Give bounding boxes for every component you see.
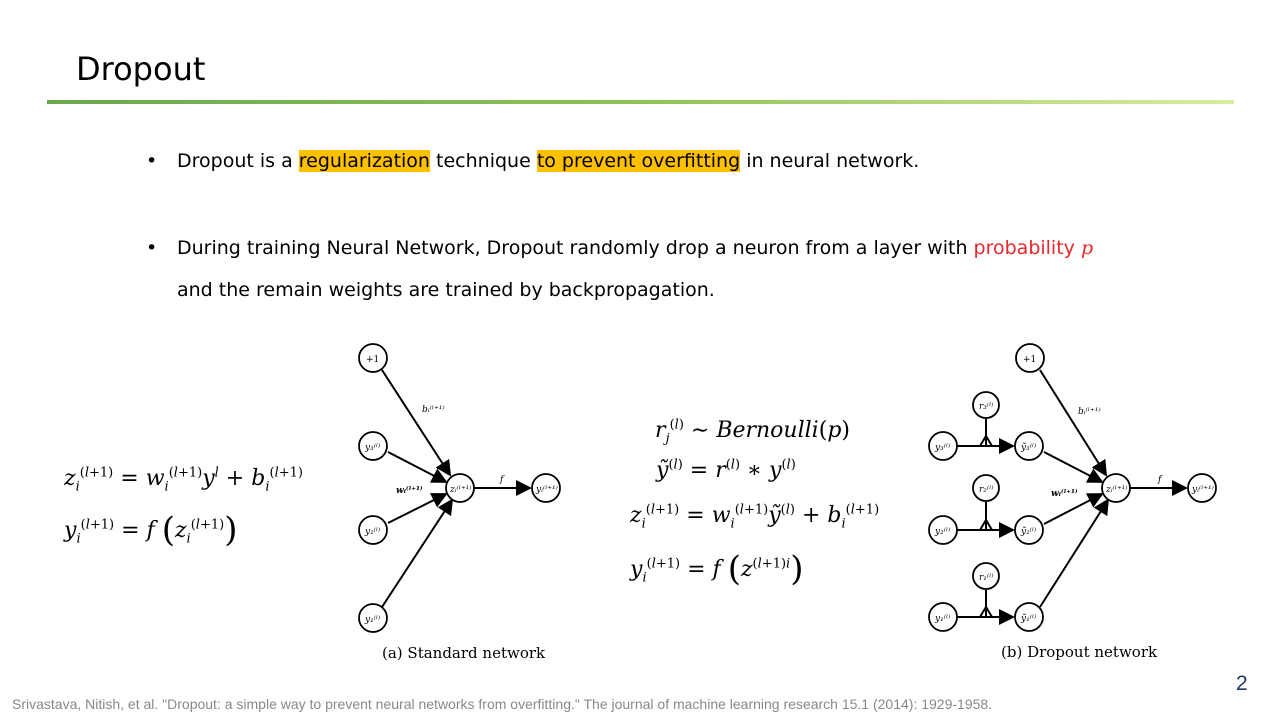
svg-text:ỹ₃⁽ˡ⁾: ỹ₃⁽ˡ⁾ — [1020, 442, 1036, 453]
bullet-text: Dropout is a — [177, 150, 299, 172]
bullet-text: in neural network. — [740, 150, 920, 172]
svg-text:zᵢ⁽ˡ⁺¹⁾: zᵢ⁽ˡ⁺¹⁾ — [1105, 484, 1128, 495]
svg-text:y₂⁽ˡ⁾: y₂⁽ˡ⁾ — [364, 526, 380, 537]
edge-ytilde2 — [1043, 493, 1104, 525]
svg-text:+1: +1 — [366, 355, 379, 365]
node-r1 — [972, 562, 1000, 590]
highlight-regularization: regularization — [298, 150, 430, 172]
svg-text:zᵢ⁽ˡ⁺¹⁾: zᵢ⁽ˡ⁺¹⁾ — [449, 484, 472, 495]
svg-text:r₂⁽ˡ⁾: r₂⁽ˡ⁾ — [979, 484, 994, 495]
page-number: 2 — [1236, 672, 1248, 695]
node-y2 — [928, 515, 958, 545]
node-bias — [358, 343, 388, 373]
node-output — [1187, 473, 1217, 503]
node-y3 — [928, 431, 958, 461]
node-ytilde2 — [1014, 515, 1044, 545]
node-bias — [1015, 343, 1045, 373]
svg-text:f: f — [1157, 475, 1163, 485]
variable-p: p — [1080, 237, 1094, 259]
node-ytilde1 — [1014, 602, 1044, 632]
node-y1 — [928, 602, 958, 632]
bullet-definition: Dropout is a regularization technique to… — [146, 140, 1206, 182]
edge-y3 — [387, 451, 448, 483]
svg-text:bᵢ⁽ˡ⁺¹⁾: bᵢ⁽ˡ⁺¹⁾ — [1078, 406, 1101, 417]
standard-network-diagram: +1 y₃⁽ˡ⁾ y₂⁽ˡ⁾ y₁⁽ˡ⁾ zᵢ⁽ˡ⁺¹⁾ yᵢ⁽ˡ⁺¹⁾ bᵢ⁽… — [358, 343, 561, 633]
svg-text:yᵢ⁽ˡ⁺¹⁾: yᵢ⁽ˡ⁺¹⁾ — [1191, 484, 1214, 495]
equation-dropout-r: rj(l) ∼ Bernoulli(p) — [655, 417, 850, 447]
bullet-list: Dropout is a regularization technique to… — [146, 140, 1206, 311]
equation-dropout-z: zi(l+1) = wi(l+1)ỹ(l) + bi(l+1) — [630, 502, 880, 532]
svg-text:wᵢ⁽ˡ⁺¹⁾: wᵢ⁽ˡ⁺¹⁾ — [396, 485, 423, 496]
equation-standard-z: zi(l+1) = wi(l+1)yl + bi(l+1) — [64, 465, 303, 495]
edge-bias — [381, 369, 452, 477]
title-underline — [47, 100, 1234, 104]
edge-ytilde3 — [1043, 451, 1104, 483]
svg-text:ỹ₁⁽ˡ⁾: ỹ₁⁽ˡ⁾ — [1020, 613, 1036, 624]
svg-text:y₁⁽ˡ⁾: y₁⁽ˡ⁾ — [934, 613, 950, 624]
svg-text:bᵢ⁽ˡ⁺¹⁾: bᵢ⁽ˡ⁺¹⁾ — [422, 404, 445, 415]
svg-text:y₃⁽ˡ⁾: y₃⁽ˡ⁾ — [364, 442, 380, 453]
node-r3 — [972, 391, 1000, 419]
edge-ytilde1 — [1039, 498, 1110, 608]
svg-text:y₂⁽ˡ⁾: y₂⁽ˡ⁾ — [934, 526, 950, 537]
node-output — [531, 473, 561, 503]
node-y2 — [358, 515, 388, 545]
bullet-text-line2: and the remain weights are trained by ba… — [177, 279, 715, 301]
svg-text:yᵢ⁽ˡ⁺¹⁾: yᵢ⁽ˡ⁺¹⁾ — [535, 484, 558, 495]
dropout-network-diagram: +1 r₃⁽ˡ⁾ r₂⁽ˡ⁾ r₁⁽ˡ⁾ y₃⁽ˡ⁾ y₂⁽ˡ⁾ y₁⁽ˡ⁾ ỹ… — [928, 343, 1217, 632]
edge-y2 — [387, 493, 448, 524]
equation-dropout-ytilde: ỹ(l) = r(l) ∗ y(l) — [656, 457, 796, 483]
svg-text:f: f — [499, 475, 505, 485]
edge-bias — [1039, 369, 1108, 477]
citation: Srivastava, Nitish, et al. "Dropout: a s… — [12, 696, 993, 712]
node-z — [1101, 473, 1131, 503]
svg-text:r₁⁽ˡ⁾: r₁⁽ˡ⁾ — [979, 572, 994, 583]
svg-text:r₃⁽ˡ⁾: r₃⁽ˡ⁾ — [979, 401, 994, 412]
svg-text:+1: +1 — [1023, 355, 1036, 365]
node-r2 — [972, 474, 1000, 502]
bullet-training: During training Neural Network, Dropout … — [146, 227, 1206, 311]
emphasis-probability: probability — [973, 237, 1081, 259]
svg-text:y₃⁽ˡ⁾: y₃⁽ˡ⁾ — [934, 442, 950, 453]
svg-text:ỹ₂⁽ˡ⁾: ỹ₂⁽ˡ⁾ — [1020, 526, 1036, 537]
svg-text:wᵢ⁽ˡ⁺¹⁾: wᵢ⁽ˡ⁺¹⁾ — [1051, 488, 1078, 499]
slide-title: Dropout — [76, 50, 206, 88]
highlight-prevent-overfitting: to prevent overfitting — [536, 150, 741, 172]
node-y1 — [358, 603, 388, 633]
caption-standard-network: (a) Standard network — [382, 644, 546, 662]
svg-text:y₁⁽ˡ⁾: y₁⁽ˡ⁾ — [364, 614, 380, 625]
edge-y1 — [381, 498, 454, 608]
equation-dropout-y: yi(l+1) = f (z(l+1)i) — [630, 549, 804, 589]
node-z — [445, 473, 475, 503]
bullet-text: During training Neural Network, Dropout … — [177, 237, 974, 259]
caption-dropout-network: (b) Dropout network — [1001, 643, 1158, 661]
node-ytilde3 — [1014, 431, 1044, 461]
equation-standard-y: yi(l+1) = f (zi(l+1)) — [64, 510, 238, 550]
node-y3 — [358, 431, 388, 461]
bullet-text: technique — [429, 150, 537, 172]
